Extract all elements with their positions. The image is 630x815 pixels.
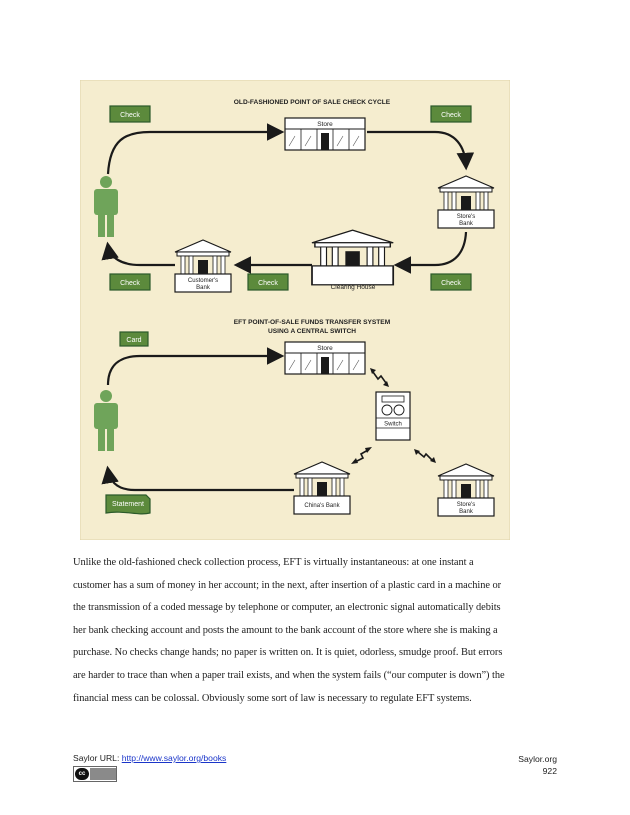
footer-site: Saylor.org — [518, 754, 557, 764]
switch-label: Switch — [384, 422, 402, 428]
customers-bank-label-line2: Bank — [196, 285, 211, 291]
customers-bank: Customer's Bank — [174, 239, 232, 293]
stores-bank-bottom: Store's Bank — [437, 463, 495, 517]
check-label-bottom-right: Check — [430, 273, 472, 291]
check-label-text: Check — [258, 280, 278, 287]
check-label-text: Check — [441, 280, 461, 287]
chinas-bank: China's Bank — [293, 461, 351, 515]
footer-left: Saylor URL: http://www.saylor.org/books — [73, 753, 226, 763]
arrow-store-to-stores-bank — [367, 130, 475, 171]
arrow-customer-to-store-eft — [106, 347, 285, 386]
eft-diagram: OLD-FASHIONED POINT OF SALE CHECK CYCLE … — [80, 80, 510, 540]
signal-icon-switch-chinas-bank — [354, 449, 369, 463]
arrow-customers-bank-to-customer — [101, 241, 175, 267]
body-line: her bank checking account and posts the … — [73, 624, 498, 636]
switch-box: Switch — [375, 391, 411, 441]
arrow-stores-bank-to-clearing — [393, 231, 468, 274]
body-line: purchase. No checks change hands; no pap… — [73, 647, 503, 659]
bottom-title-line1: EFT POINT-OF-SALE FUNDS TRANSFER SYSTEM — [234, 319, 391, 326]
bottom-title-line2: USING A CENTRAL SWITCH — [268, 328, 356, 335]
signal-icon-store-switch — [372, 371, 387, 384]
store-label: Store — [317, 121, 333, 128]
footer-url-link[interactable]: http://www.saylor.org/books — [121, 753, 227, 763]
stores-bank-label-line2: Bank — [459, 509, 474, 515]
card-label: Card — [119, 331, 149, 347]
arrow-customer-to-store — [106, 123, 285, 175]
customers-bank-label-line1: Customer's — [188, 278, 218, 284]
body-line: financial mess can be colossal. Obviousl… — [73, 692, 472, 704]
store-top: Store — [284, 117, 366, 151]
cc-icon: cc — [75, 768, 89, 780]
statement-label: Statement — [105, 494, 151, 515]
top-title: OLD-FASHIONED POINT OF SALE CHECK CYCLE — [234, 99, 391, 106]
statement-label-text: Statement — [112, 501, 144, 508]
footer-url-prefix: Saylor URL: — [73, 753, 122, 763]
clearing-house — [311, 229, 395, 286]
check-label-text: Check — [441, 112, 461, 119]
card-label-text: Card — [126, 337, 141, 344]
stores-bank-label-line1: Store's — [457, 214, 476, 220]
body-line: the transmission of a coded message by t… — [73, 602, 501, 614]
page-number: 922 — [542, 766, 557, 776]
check-label-top-left: Check — [109, 105, 151, 123]
arrow-chinas-bank-to-customer — [101, 465, 294, 492]
chinas-bank-label: China's Bank — [304, 503, 340, 509]
stores-bank-label-line1: Store's — [457, 502, 476, 508]
store-label: Store — [317, 345, 333, 352]
signal-icon-switch-stores-bank — [417, 451, 433, 461]
check-label-bottom-left: Check — [109, 273, 151, 291]
stores-bank-top: Store's Bank — [437, 175, 495, 229]
check-label-text: Check — [120, 280, 140, 287]
by-icon — [90, 768, 116, 780]
body-paragraph: Unlike the old-fashioned check collectio… — [73, 552, 558, 710]
cc-license-badge[interactable]: cc — [73, 766, 117, 782]
body-line: Unlike the old-fashioned check collectio… — [73, 557, 474, 568]
check-label-bottom-middle: Check — [247, 273, 289, 291]
store-bottom: Store — [284, 341, 366, 375]
check-label-text: Check — [120, 112, 140, 119]
footer-right: Saylor.org 922 — [518, 753, 557, 777]
body-line: are harder to trace than when a paper tr… — [73, 669, 505, 681]
stores-bank-label-line2: Bank — [459, 221, 474, 227]
body-line: customer has a sum of money in her accou… — [73, 579, 502, 591]
clearing-house-label: Clearing House — [331, 284, 376, 291]
check-label-top-right: Check — [430, 105, 472, 123]
